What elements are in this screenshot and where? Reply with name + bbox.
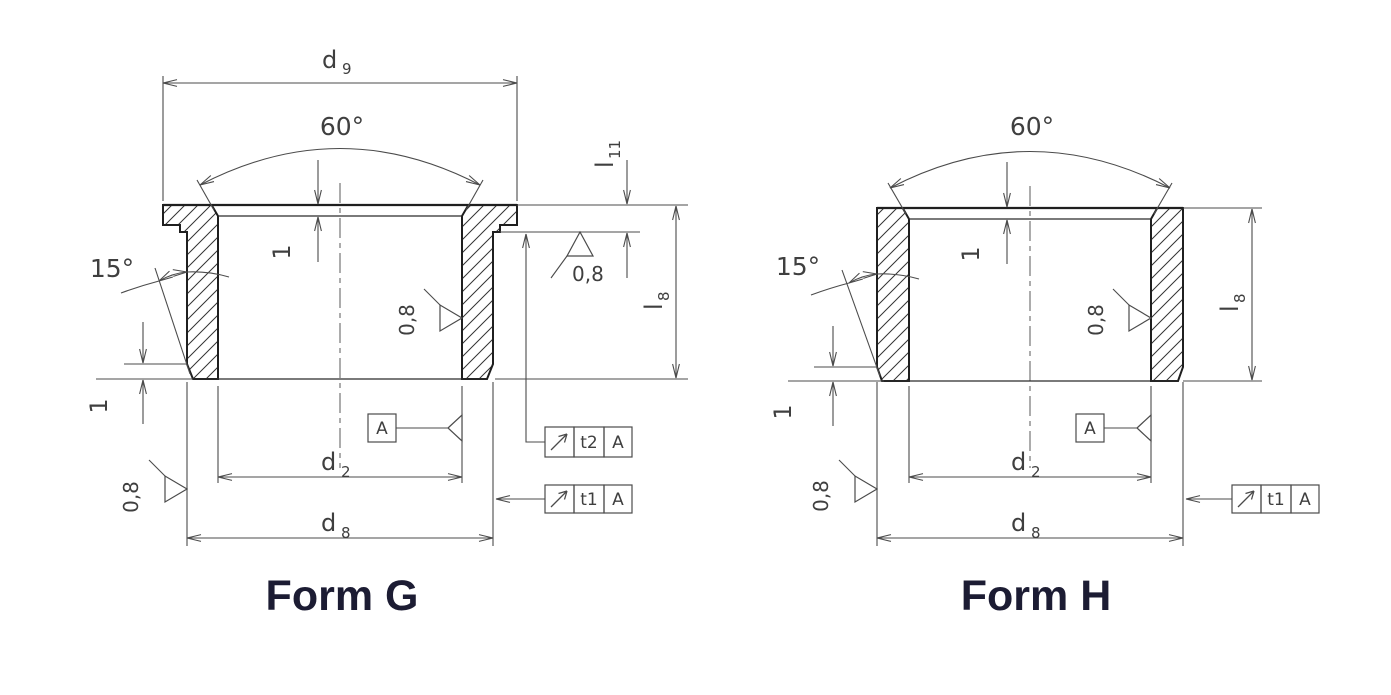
roughness-icon: [565, 230, 595, 257]
roughness-bore-value: 0,8: [395, 304, 419, 336]
bottom-chamfer-label: 1: [85, 398, 113, 413]
form-h-title: Form H: [961, 572, 1112, 620]
d9-label: d: [322, 46, 337, 74]
15deg-label: 15°: [776, 252, 820, 281]
form-g-dim-60deg: 60°: [196, 112, 484, 211]
d2-label: d: [321, 448, 336, 476]
roughness-bore-value: 0,8: [1084, 304, 1108, 336]
roughness-icon: [854, 474, 879, 504]
l8-sub: 8: [655, 291, 673, 301]
l8-sub: 8: [1231, 293, 1249, 303]
d2-label: d: [1011, 448, 1026, 476]
form-g-section-left-wall: [162, 204, 219, 380]
l8-label: l: [1216, 305, 1244, 312]
tolerance-t1-value: t1: [580, 490, 597, 510]
form-h-view: 60° 1 15° 1: [769, 112, 1320, 620]
tolerance-t2-datum: A: [612, 433, 624, 453]
form-g-section-right-wall: [461, 204, 518, 380]
l8-label: l: [640, 303, 668, 310]
form-g-dim-bottom-chamfer: 1: [85, 322, 193, 424]
15deg-label: 15°: [90, 254, 134, 283]
datum-triangle-icon: [1136, 413, 1152, 443]
form-g-roughness-flange: 0,8: [550, 230, 604, 286]
form-g-dim-d9: d 9: [162, 46, 518, 201]
60deg-label: 60°: [320, 112, 364, 141]
d8-label: d: [1011, 509, 1026, 537]
form-g-dim-chamfer-depth: 1: [268, 160, 322, 262]
form-g-dim-15deg: 15°: [90, 254, 230, 375]
form-g-tolerance-frame-t1: t1 A: [495, 484, 633, 514]
form-g-dim-l8: l 8: [495, 205, 688, 380]
datum-label: A: [376, 419, 388, 439]
form-h-roughness-od: 0,8: [809, 459, 879, 512]
form-g-title: Form G: [266, 572, 419, 620]
bottom-chamfer-label: 1: [769, 404, 797, 419]
l11-sub: 11: [606, 140, 624, 159]
form-h-dim-bottom-chamfer: 1: [769, 326, 884, 426]
form-h-section-right-wall: [1150, 207, 1184, 382]
tolerance-t1-datum: A: [612, 490, 624, 510]
tolerance-t1-value: t1: [1267, 490, 1284, 510]
form-g-tolerance-frame-t2: t2 A: [522, 233, 633, 458]
form-h-dim-l8: l 8: [1183, 207, 1262, 382]
60deg-label: 60°: [1010, 112, 1054, 141]
chamfer-depth-label: 1: [957, 246, 985, 261]
form-h-dim-chamfer-depth: 1: [957, 162, 1011, 264]
form-h-dim-60deg: 60°: [887, 112, 1173, 215]
form-g-view: d 9 60° 1 15°: [85, 46, 688, 620]
d2-sub: 2: [341, 463, 351, 481]
d2-sub: 2: [1031, 463, 1041, 481]
roughness-od-value: 0,8: [119, 481, 143, 513]
form-g-dim-l11: l 11: [500, 140, 688, 278]
form-h-roughness-bore: 0,8: [1084, 288, 1153, 336]
l11-label: l: [591, 161, 619, 168]
roughness-flange-value: 0,8: [572, 262, 604, 286]
form-h-datum: A: [1075, 413, 1152, 443]
form-g-roughness-bore: 0,8: [395, 288, 464, 336]
d8-sub: 8: [1031, 524, 1041, 542]
roughness-icon: [1128, 303, 1153, 333]
datum-triangle-icon: [447, 413, 463, 443]
roughness-icon: [439, 303, 464, 333]
form-h-dim-15deg: 15°: [776, 252, 920, 377]
roughness-od-value: 0,8: [809, 480, 833, 512]
form-h-dim-d8: d 8: [876, 382, 1184, 546]
form-g-roughness-od: 0,8: [119, 459, 189, 513]
form-h-section-left-wall: [876, 207, 910, 382]
datum-label: A: [1084, 419, 1096, 439]
d8-label: d: [321, 509, 336, 537]
roughness-icon: [164, 474, 189, 504]
form-h-tolerance-frame-t1: t1 A: [1185, 484, 1320, 514]
form-g-dim-d8: d 8: [186, 382, 494, 546]
form-g-datum: A: [367, 413, 463, 443]
tolerance-t1-datum: A: [1299, 490, 1311, 510]
d8-sub: 8: [341, 524, 351, 542]
chamfer-depth-label: 1: [268, 244, 296, 259]
d9-sub: 9: [342, 60, 352, 78]
tolerance-t2-value: t2: [580, 433, 597, 453]
